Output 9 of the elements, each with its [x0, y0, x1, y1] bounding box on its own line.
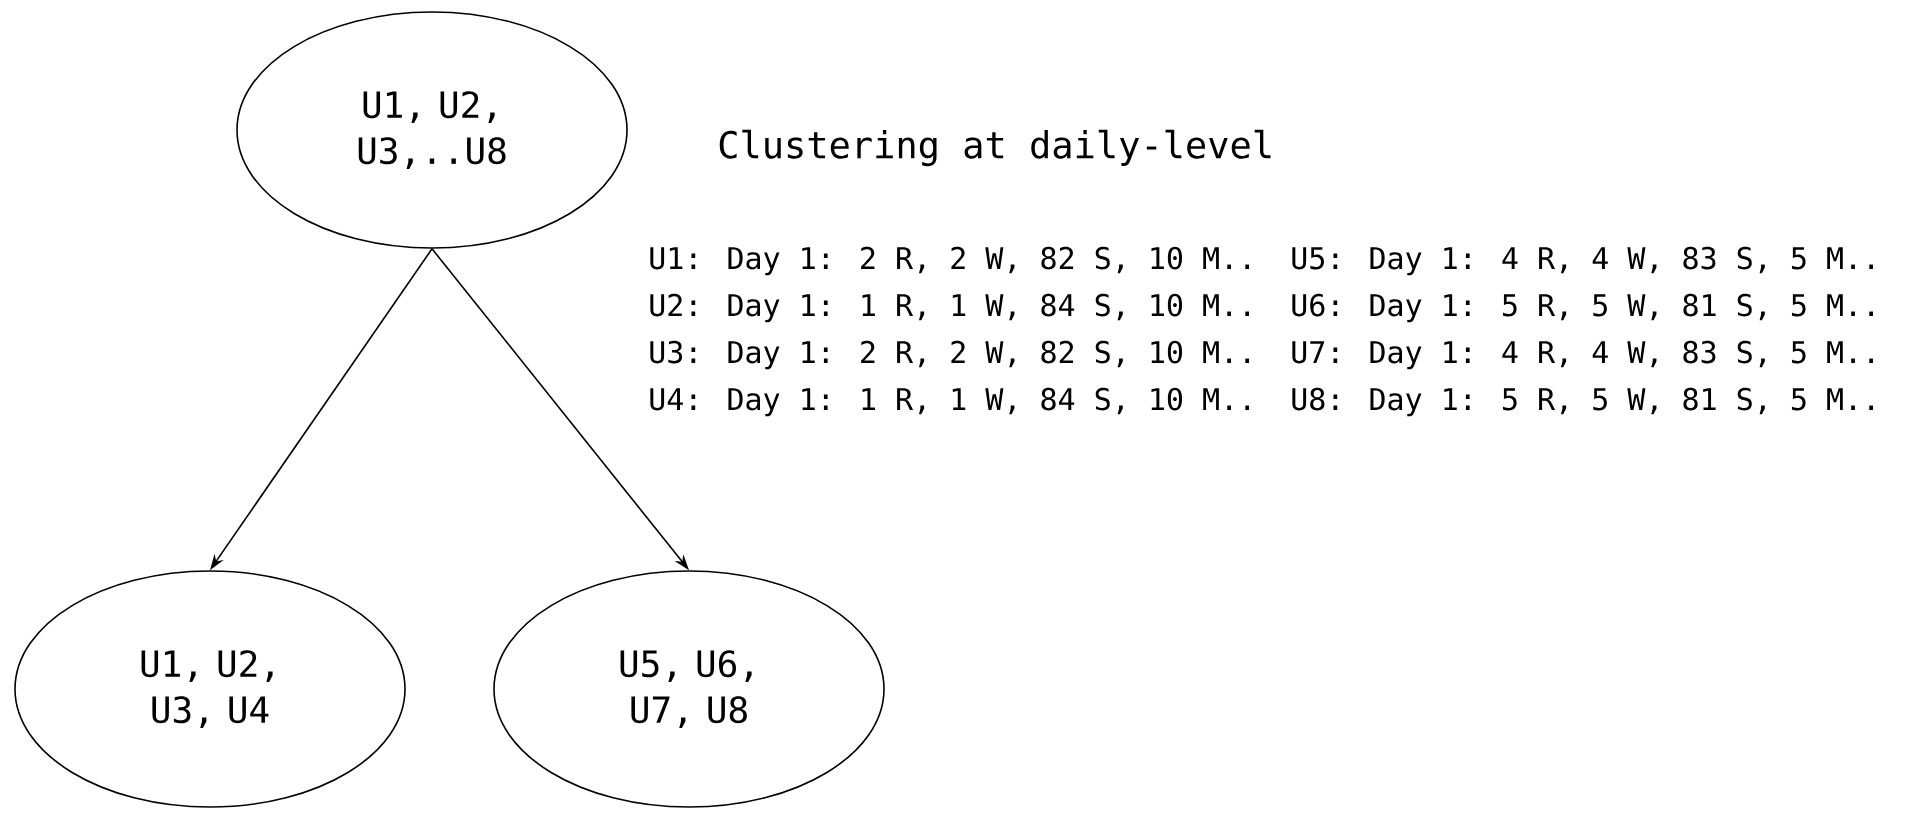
- stats-text: U7: Day 1: 4 R, 4 W, 83 S, 5 M..: [1292, 340, 1873, 370]
- stats-text: U6: Day 1: 5 R, 5 W, 81 S, 5 M..: [1292, 293, 1873, 323]
- stats-text: U5: Day 1: 4 R, 4 W, 83 S, 5 M..: [1292, 246, 1873, 276]
- stats-text: U2: Day 1: 1 R, 1 W, 84 S, 10 M..: [650, 293, 1249, 323]
- stats-text: U4: Day 1: 1 R, 1 W, 84 S, 10 M..: [650, 387, 1249, 417]
- stats-text: U8: Day 1: 5 R, 5 W, 81 S, 5 M..: [1292, 387, 1873, 417]
- heading: Clustering at daily-level: [719, 129, 1271, 167]
- stats-text: U1: Day 1: 2 R, 2 W, 82 S, 10 M..: [650, 246, 1249, 276]
- stats-text: U3: Day 1: 2 R, 2 W, 82 S, 10 M..: [650, 340, 1249, 370]
